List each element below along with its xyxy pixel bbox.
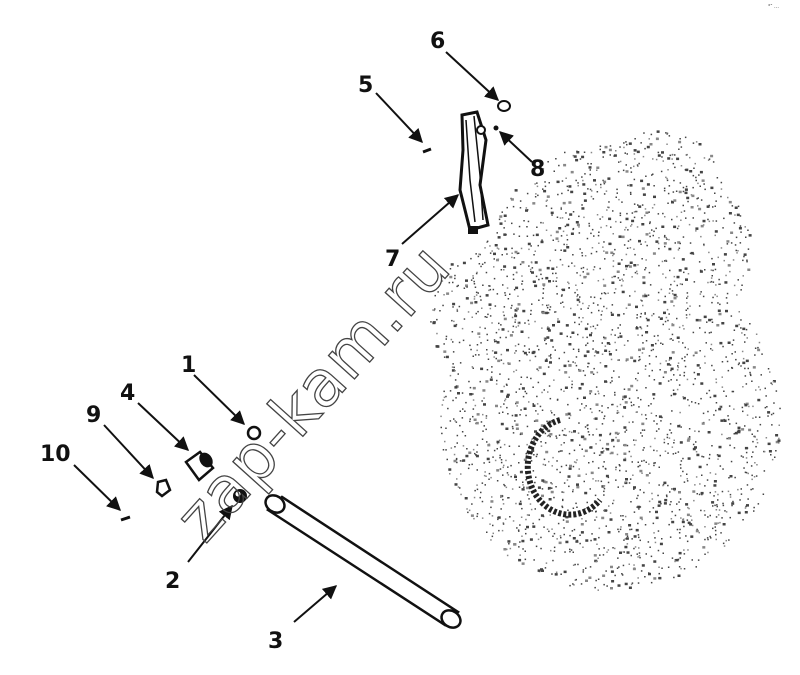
corner-mark: °″ … [768,4,779,10]
part-7-lever [458,110,490,234]
callout-8: 8 [530,157,545,182]
part-9-bracket [155,478,172,498]
part-4-bushing [184,450,215,482]
callout-5: 5 [358,73,373,98]
callout-7: 7 [385,247,400,272]
part-10-bolt [120,515,131,522]
leader-9 [103,424,154,480]
part-6-washer [497,100,511,112]
part-2-cap [233,489,247,503]
part-5-bolt [422,147,432,154]
callout-6: 6 [430,29,445,54]
part-3-rod [264,494,462,629]
callout-10: 10 [40,442,71,467]
callout-3: 3 [268,629,283,654]
engine-block [430,130,781,591]
part-8-pin [493,125,499,131]
leader-2 [187,504,233,563]
callout-1: 1 [181,353,196,378]
leader-10 [73,464,122,511]
leader-6 [445,51,500,101]
leader-4 [137,402,190,451]
callout-numbers: 1 2 3 4 5 6 7 8 9 10 [40,29,545,654]
part-1-ring [246,425,262,441]
callout-2: 2 [165,569,180,594]
callout-4: 4 [120,381,135,406]
callout-9: 9 [86,403,101,428]
leader-lines [73,51,533,623]
leader-5 [375,92,423,144]
flywheel-gear-ring [524,417,603,518]
leader-1 [193,374,245,425]
watermark: zap-kam.ru [162,230,465,555]
leader-8 [498,131,533,163]
leader-7 [401,194,460,245]
leader-3 [293,585,338,623]
